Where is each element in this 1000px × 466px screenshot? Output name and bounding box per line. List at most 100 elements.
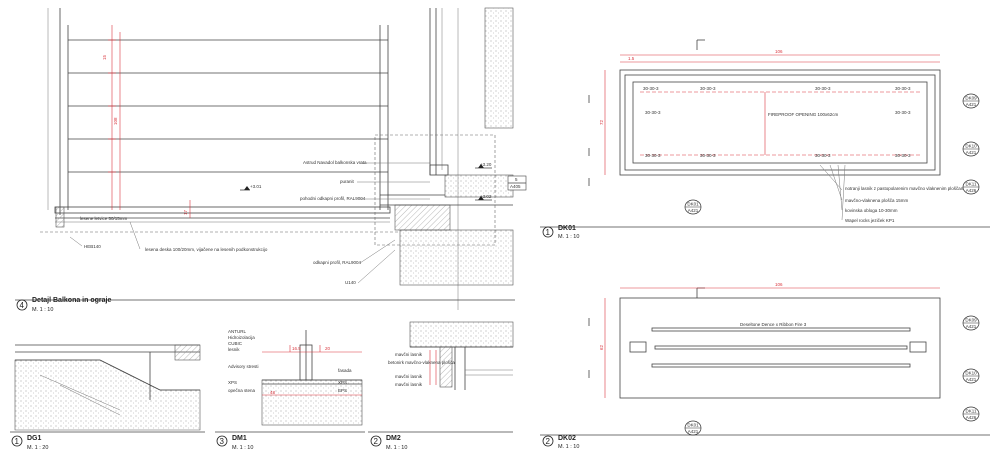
svg-text:72: 72 xyxy=(599,119,604,125)
svg-text:odkapni profil, RAL9004: odkapni profil, RAL9004 xyxy=(313,260,362,265)
detail-balcony: 15 108 17 +3.01 lesene letvice 50/15mm H… xyxy=(40,8,430,285)
svg-text:2: 2 xyxy=(374,437,379,446)
detail-dm2: mavčni lasnik betonirk mavčno-vlaknena p… xyxy=(388,321,514,390)
svg-text:30-30-3: 30-30-3 xyxy=(895,110,911,115)
wall-section: +3.20 +3.02 5 A405 xyxy=(374,7,527,310)
svg-text:HEB140: HEB140 xyxy=(84,244,101,249)
level-marker-301: +3.01 xyxy=(240,184,262,191)
title-dm1: 3 DM1 M. 1 : 10 xyxy=(216,435,253,451)
section-tag-id: DK10 xyxy=(965,371,977,376)
svg-text:A405: A405 xyxy=(510,184,521,189)
svg-text:1.5: 1.5 xyxy=(628,56,635,61)
svg-text:betonirk mavčno-vlaknena plošč: betonirk mavčno-vlaknena plošča xyxy=(388,360,455,365)
detail-dk01: 106 1.5 72 30-30-3 30-30-3 30-30-3 30-30… xyxy=(588,39,980,223)
svg-text:lesene letvice 50/15mm: lesene letvice 50/15mm xyxy=(80,216,128,221)
detail-dk02: 106 62 Deseltone Dence x Ribbon Fire 3 xyxy=(588,282,941,399)
detail-dg1 xyxy=(14,344,201,431)
svg-text:62: 62 xyxy=(599,344,604,350)
svg-text:30-30-3: 30-30-3 xyxy=(643,86,659,91)
svg-text:M. 1 : 10: M. 1 : 10 xyxy=(558,234,579,240)
svg-text:lesena deska 100/20mm, vijačen: lesena deska 100/20mm, vijačene na lesen… xyxy=(145,247,268,252)
section-tags: DK09A421DK10A421DK11A426DK01A421DK09A421… xyxy=(684,93,980,436)
svg-text:Astrud Navadol balkonska vrata: Astrud Navadol balkonska vrata xyxy=(303,160,367,165)
title-dk02: 2 DK02 M. 1 : 10 xyxy=(542,435,579,450)
svg-text:Deseltone Dence x Ribbon Fire: Deseltone Dence x Ribbon Fire 3 xyxy=(740,322,807,327)
svg-text:106: 106 xyxy=(775,282,783,287)
section-tag-id: DK10 xyxy=(965,144,977,149)
svg-text:DK02: DK02 xyxy=(558,435,576,442)
section-tag-sheet: A421 xyxy=(966,324,977,329)
svg-text:30-30-3: 30-30-3 xyxy=(815,153,831,158)
section-tag-sheet: A421 xyxy=(688,429,699,434)
section-tag-id: DK01 xyxy=(687,202,699,207)
section-tag-sheet: A426 xyxy=(966,415,977,420)
svg-text:fasada: fasada xyxy=(338,368,352,373)
title-dm2: 2 DM2 M. 1 : 10 xyxy=(370,435,407,451)
svg-text:Wapel rocks jeziček KP1: Wapel rocks jeziček KP1 xyxy=(845,218,895,223)
svg-text:puranit: puranit xyxy=(340,179,355,184)
svg-text:30-30-3: 30-30-3 xyxy=(700,86,716,91)
svg-text:Detajl Balkona in ograje: Detajl Balkona in ograje xyxy=(32,297,111,304)
svg-text:DK01: DK01 xyxy=(558,225,576,232)
svg-text:16.5: 16.5 xyxy=(292,346,301,351)
svg-text:M. 1 : 10: M. 1 : 10 xyxy=(232,445,253,451)
section-tag-sheet: A426 xyxy=(966,188,977,193)
svg-text:15: 15 xyxy=(102,54,107,60)
svg-text:Advisory stresti: Advisory stresti xyxy=(228,364,259,369)
title-detail-4: 4 Detajl Balkona in ograje M. 1 : 10 xyxy=(16,297,111,313)
svg-text:2: 2 xyxy=(546,437,551,446)
detail-dm1: 16.5 20 48 ANTURL Hidroizolacija CUBIC l… xyxy=(228,329,363,426)
section-tag-id: DK09 xyxy=(965,318,977,323)
svg-text:5: 5 xyxy=(515,177,518,182)
svg-text:30-30-3: 30-30-3 xyxy=(815,86,831,91)
svg-text:1: 1 xyxy=(546,228,551,237)
svg-text:17: 17 xyxy=(183,209,188,215)
svg-text:DM1: DM1 xyxy=(232,435,247,442)
svg-text:DG1: DG1 xyxy=(27,435,42,442)
svg-text:notranji lasnik z pastopolaren: notranji lasnik z pastopolarenim mavčno … xyxy=(845,186,980,191)
svg-text:108: 108 xyxy=(113,117,118,125)
svg-text:20: 20 xyxy=(325,346,331,351)
section-tag-sheet: A421 xyxy=(966,150,977,155)
reference-tag: 5 A405 xyxy=(507,175,527,191)
svg-text:30-30-3: 30-30-3 xyxy=(645,110,661,115)
svg-text:M. 1 : 20: M. 1 : 20 xyxy=(27,445,48,451)
svg-text:106: 106 xyxy=(775,49,783,54)
svg-text:3: 3 xyxy=(220,437,225,446)
section-tag-id: DK11 xyxy=(966,182,977,187)
svg-text:mavčni lasnik: mavčni lasnik xyxy=(395,382,423,387)
section-tag-sheet: A421 xyxy=(688,208,699,213)
svg-text:30-30-3: 30-30-3 xyxy=(700,153,716,158)
svg-text:M. 1 : 10: M. 1 : 10 xyxy=(386,445,407,451)
svg-text:30-30-3: 30-30-3 xyxy=(645,153,661,158)
svg-text:+3.20: +3.20 xyxy=(480,162,492,167)
section-tag-sheet: A421 xyxy=(966,102,977,107)
svg-text:U140: U140 xyxy=(345,280,356,285)
svg-text:lesnik: lesnik xyxy=(228,347,240,352)
svg-text:4: 4 xyxy=(20,301,25,310)
svg-text:30-30-3: 30-30-3 xyxy=(895,86,911,91)
svg-text:mavčni lasnik: mavčni lasnik xyxy=(395,374,423,379)
svg-text:CUBIC: CUBIC xyxy=(228,341,243,346)
svg-text:kovinska obloga 10-30mm: kovinska obloga 10-30mm xyxy=(845,208,898,213)
title-dg1: 1 DG1 M. 1 : 20 xyxy=(11,435,48,451)
section-tag-id: DK11 xyxy=(966,409,977,414)
svg-text:pohodni odkapni profil, RAL900: pohodni odkapni profil, RAL9004 xyxy=(300,196,366,201)
svg-text:DM2: DM2 xyxy=(386,435,401,442)
section-tag-id: DK01 xyxy=(687,423,699,428)
svg-text:XPS: XPS xyxy=(228,380,237,385)
svg-text:ANTURL: ANTURL xyxy=(228,329,246,334)
svg-text:EPS: EPS xyxy=(338,388,347,393)
svg-text:mavčno-vlaknena plošča 15mm: mavčno-vlaknena plošča 15mm xyxy=(845,198,909,203)
svg-text:M. 1 : 10: M. 1 : 10 xyxy=(32,307,53,313)
section-tag-sheet: A421 xyxy=(966,377,977,382)
title-dk01: 1 DK01 M. 1 : 10 xyxy=(542,225,579,240)
